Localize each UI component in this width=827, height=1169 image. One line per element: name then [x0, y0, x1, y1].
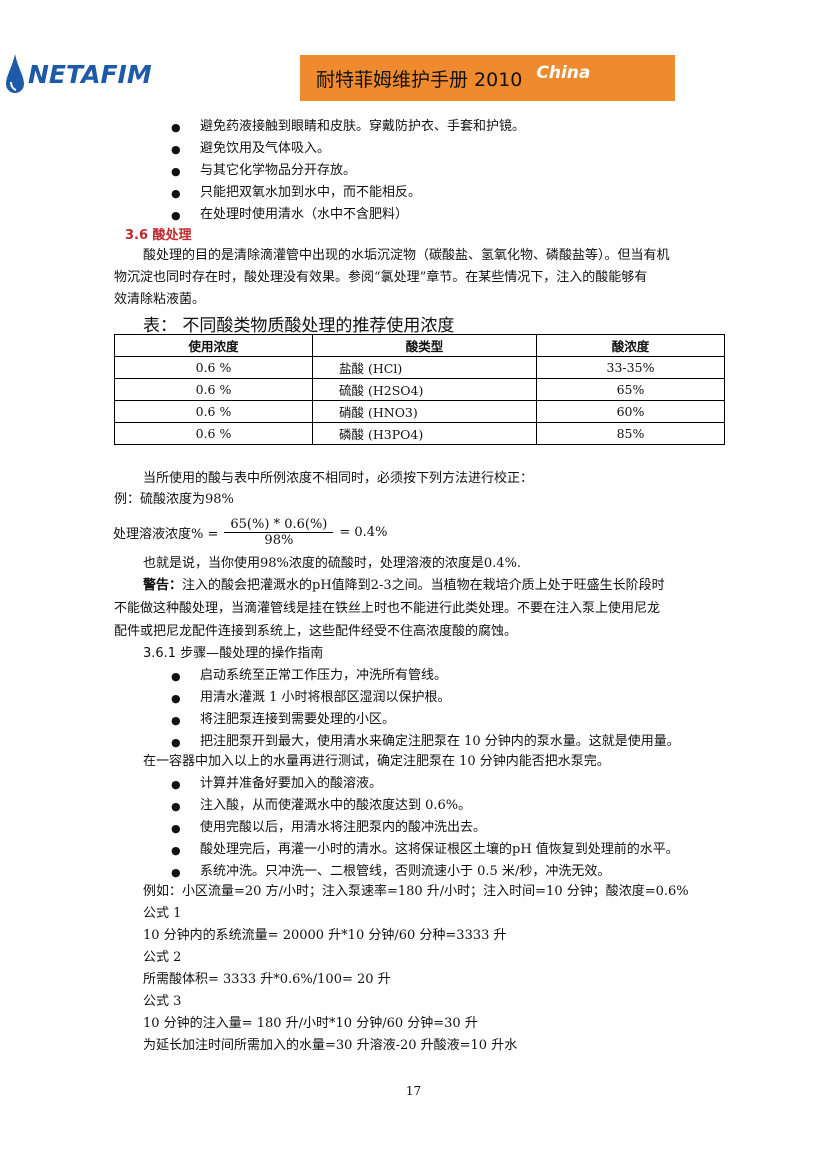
list-item: 避免药液接触到眼睛和皮肤。穿戴防护衣、手套和护镜。 — [200, 119, 526, 134]
table-cell: 磷酸 (H3PO4) — [312, 422, 537, 445]
list-item: 只能把双氧水加到水中，而不能相反。 — [200, 185, 422, 200]
formula: 处理溶液浓度% = 65(%) * 0.6(%) 98% = 0.4% — [113, 517, 387, 548]
warning-text: 配件或把尼龙配件连接到系统上，这些配件经受不住高浓度酸的腐蚀。 — [114, 624, 518, 639]
acid-table: 使用浓度 酸类型 酸浓度 0.6 % 盐酸 (HCl) 33-35% 0.6 %… — [114, 334, 725, 445]
example-line: 10 分钟的注入量= 180 升/小时*10 分钟/60 分钟=30 升 — [143, 1016, 478, 1031]
table-cell: 0.6 % — [114, 400, 313, 423]
list-item: 使用完酸以后，用清水将注肥泵内的酸冲洗出去。 — [200, 820, 487, 835]
list-item: 注入酸，从而使灌溉水中的酸浓度达到 0.6%。 — [200, 798, 472, 813]
table-cell: 0.6 % — [114, 356, 313, 379]
table-cell: 60% — [536, 400, 725, 423]
table-row: 0.6 % 硫酸 (H2SO4) 65% — [114, 378, 725, 401]
list-item: 用清水灌溉 1 小时将根部区湿润以保护根。 — [200, 690, 451, 705]
list-item: 计算并准备好要加入的酸溶液。 — [200, 776, 383, 791]
table-cell: 0.6 % — [114, 422, 313, 445]
intro-line: 酸处理的目的是清除滴灌管中出现的水垢沉淀物（碳酸盐、氢氧化物、磷酸盐等）。但当有… — [143, 248, 670, 263]
bullet-dot-icon: ● — [171, 800, 181, 813]
example-line: 公式 2 — [143, 950, 182, 965]
example-line: 所需酸体积= 3333 升*0.6%/100= 20 升 — [143, 972, 391, 987]
list-item: 酸处理完后，再灌一小时的清水。这将保证根区土壤的pH 值恢复到处理前的水平。 — [200, 842, 679, 857]
table-row: 0.6 % 硝酸 (HNO3) 60% — [114, 400, 725, 423]
bullet-dot-icon: ● — [171, 165, 181, 178]
region-label: China — [536, 63, 591, 83]
example-line: 10 分钟内的系统流量= 20000 升*10 分钟/60 分种=3333 升 — [143, 928, 507, 943]
calibration-example: 例：硫酸浓度为98% — [114, 492, 234, 507]
warning-text: 不能做这种酸处理，当滴灌管线是挂在铁丝上时也不能进行此类处理。不要在注入泵上使用… — [114, 601, 661, 616]
formula-fraction: 65(%) * 0.6(%) 98% — [224, 517, 334, 548]
section-heading: 3.6 酸处理 — [125, 228, 192, 243]
list-item: 启动系统至正常工作压力，冲洗所有管线。 — [200, 668, 448, 683]
header-banner: 耐特菲姆维护手册 2010 China — [300, 55, 675, 101]
table-row: 0.6 % 磷酸 (H3PO4) 85% — [114, 422, 725, 445]
formula-denominator: 98% — [264, 533, 294, 548]
logo-text: NETAFIM — [28, 59, 152, 89]
example-line: 公式 1 — [143, 906, 182, 921]
calibration-line: 当所使用的酸与表中所例浓度不相同时，必须按下列方法进行校正： — [143, 471, 534, 486]
list-item: 把注肥泵开到最大，使用清水来确定注肥泵在 10 分钟内的泵水量。这就是使用量。 — [200, 734, 680, 749]
column-header: 酸类型 — [312, 334, 537, 357]
warning-text: 注入的酸会把灌溉水的pH值降到2-3之间。当植物在栽培介质上处于旺盛生长阶段时 — [182, 578, 665, 593]
table-cell: 85% — [536, 422, 725, 445]
table-cell: 硫酸 (H2SO4) — [312, 378, 537, 401]
intro-line: 物沉淀也同时存在时，酸处理没有效果。参阅“氯处理”章节。在某些情况下，注入的酸能… — [114, 270, 648, 285]
list-item: 将注肥泵连接到需要处理的小区。 — [200, 712, 396, 727]
water-drop-icon — [6, 54, 24, 93]
column-header: 使用浓度 — [114, 334, 313, 357]
formula-numerator: 65(%) * 0.6(%) — [224, 517, 334, 533]
bullet-dot-icon: ● — [171, 670, 181, 683]
example-line: 公式 3 — [143, 994, 182, 1009]
intro-line: 效清除粘液菌。 — [114, 292, 206, 307]
bullet-dot-icon: ● — [171, 692, 181, 705]
manual-title: 耐特菲姆维护手册 2010 — [316, 68, 523, 91]
example-line: 为延长加注时间所需加入的水量=30 升溶液-20 升酸液=10 升水 — [143, 1038, 518, 1053]
formula-lhs: 处理溶液浓度% = — [113, 527, 219, 542]
table-cell: 0.6 % — [114, 378, 313, 401]
table-cell: 盐酸 (HCl) — [312, 356, 537, 379]
list-item: 与其它化学物品分开存放。 — [200, 163, 357, 178]
bullet-dot-icon: ● — [171, 822, 181, 835]
bullet-dot-icon: ● — [171, 121, 181, 134]
bullet-dot-icon: ● — [171, 736, 181, 749]
container-line: 在一容器中加入以上的水量再进行测试，确定注肥泵在 10 分钟内能否把水泵完。 — [143, 754, 610, 769]
table-row: 0.6 % 盐酸 (HCl) 33-35% — [114, 356, 725, 379]
column-header: 酸浓度 — [536, 334, 725, 357]
page-number: 17 — [405, 1084, 422, 1098]
warning-label: 警告： — [143, 578, 183, 593]
bullet-dot-icon: ● — [171, 187, 181, 200]
formula-rhs: = 0.4% — [339, 525, 388, 540]
list-item: 系统冲洗。只冲洗一、二根管线，否则流速小于 0.5 米/秒，冲洗无效。 — [200, 864, 611, 879]
table-cell: 33-35% — [536, 356, 725, 379]
bullet-dot-icon: ● — [171, 844, 181, 857]
subheading: 3.6.1 步骤—酸处理的操作指南 — [143, 646, 324, 661]
bullet-dot-icon: ● — [171, 866, 181, 879]
bullet-dot-icon: ● — [171, 778, 181, 791]
bullet-dot-icon: ● — [171, 714, 181, 727]
bullet-dot-icon: ● — [171, 209, 181, 222]
table-cell: 65% — [536, 378, 725, 401]
table-header-row: 使用浓度 酸类型 酸浓度 — [114, 334, 725, 357]
example-line: 例如：小区流量=20 方/小时；注入泵速率=180 升/小时；注入时间=10 分… — [143, 884, 689, 899]
table-caption: 表： 不同酸类物质酸处理的推荐使用浓度 — [143, 316, 455, 336]
list-item: 避免饮用及气体吸入。 — [200, 141, 331, 156]
bullet-dot-icon: ● — [171, 143, 181, 156]
table-cell: 硝酸 (HNO3) — [312, 400, 537, 423]
warning-line: 警告：注入的酸会把灌溉水的pH值降到2-3之间。当植物在栽培介质上处于旺盛生长阶… — [143, 577, 665, 595]
logo: NETAFIM — [4, 52, 152, 96]
formula-note: 也就是说，当你使用98%浓度的硫酸时，处理溶液的浓度是0.4%. — [143, 556, 522, 571]
list-item: 在处理时使用清水（水中不含肥料） — [200, 207, 409, 222]
